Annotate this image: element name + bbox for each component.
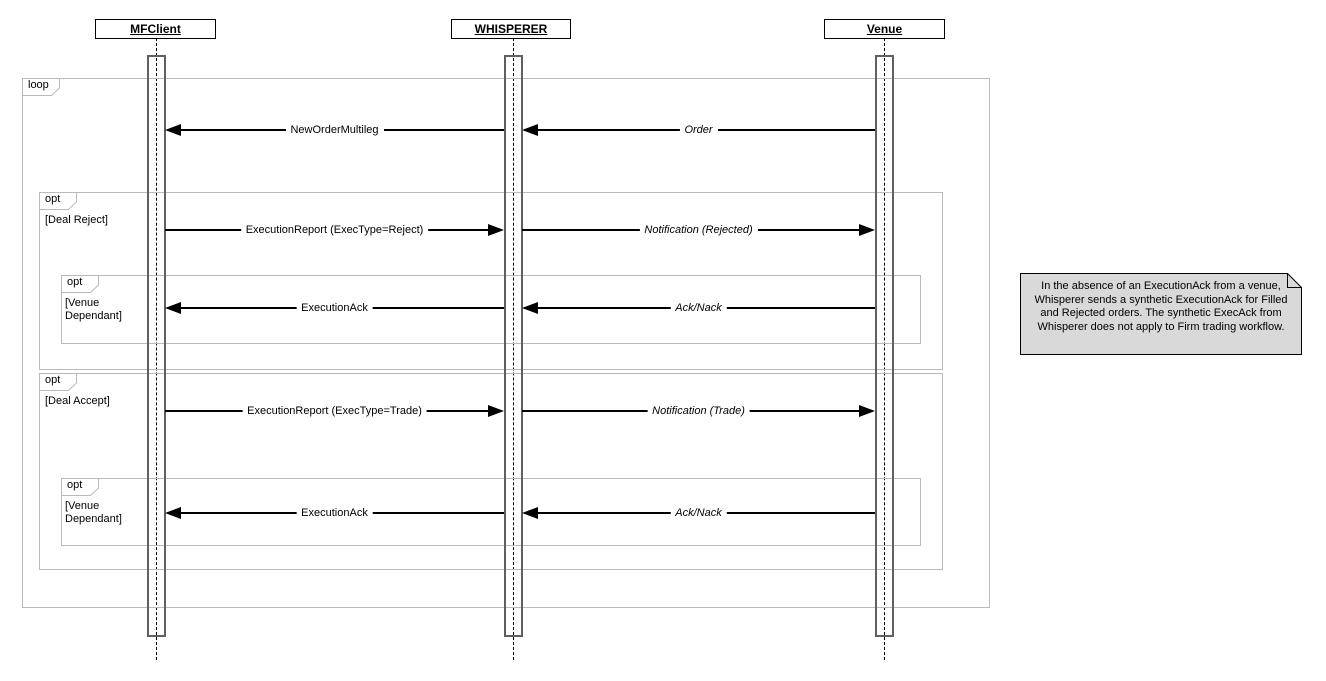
message-label: ExecutionReport (ExecType=Reject) bbox=[240, 224, 429, 236]
arrowhead-left-icon bbox=[522, 124, 538, 136]
frame-opt-deal-reject: opt [Deal Reject] bbox=[39, 192, 943, 370]
actor-whisperer: WHISPERER bbox=[451, 19, 571, 39]
frame-tab-shape bbox=[61, 478, 99, 496]
note-synthetic-executionack: In the absence of an ExecutionAck from a… bbox=[1020, 273, 1302, 355]
frame-operator-label: opt bbox=[67, 479, 83, 491]
message-label: Notification (Rejected) bbox=[639, 224, 758, 236]
guard-venue-dependant: [Venue Dependant] bbox=[65, 500, 122, 525]
note-text: In the absence of an ExecutionAck from a… bbox=[1034, 280, 1288, 333]
message-order: Order bbox=[522, 122, 875, 138]
message-execution-report-reject: ExecutionReport (ExecType=Reject) bbox=[165, 222, 504, 238]
arrowhead-left-icon bbox=[522, 302, 538, 314]
frame-loop-tab: loop bbox=[22, 78, 60, 96]
arrowhead-left-icon bbox=[522, 507, 538, 519]
message-notification-rejected: Notification (Rejected) bbox=[522, 222, 875, 238]
frame-operator-label: loop bbox=[28, 79, 49, 91]
note-shape bbox=[1020, 273, 1302, 355]
actor-label: WHISPERER bbox=[474, 22, 548, 36]
lifeline-mfclient bbox=[156, 38, 157, 660]
activation-whisperer bbox=[504, 55, 523, 637]
guard-venue-dependant: [Venue Dependant] bbox=[65, 297, 122, 322]
frame-opt-tab: opt bbox=[39, 373, 77, 391]
frame-opt-tab: opt bbox=[61, 478, 99, 496]
frame-loop: loop bbox=[22, 78, 990, 608]
arrowhead-right-icon bbox=[488, 405, 504, 417]
frame-operator-label: opt bbox=[45, 374, 61, 386]
message-notification-trade: Notification (Trade) bbox=[522, 403, 875, 419]
frame-tab-shape bbox=[61, 275, 99, 293]
guard-deal-accept: [Deal Accept] bbox=[45, 395, 110, 407]
message-label: NewOrderMultileg bbox=[285, 124, 384, 136]
message-ack-nack-2: Ack/Nack bbox=[522, 505, 875, 521]
actor-label: Venue bbox=[866, 22, 903, 36]
frame-operator-label: opt bbox=[45, 193, 61, 205]
frame-tab-shape bbox=[39, 192, 77, 210]
arrowhead-left-icon bbox=[165, 507, 181, 519]
frame-opt-tab: opt bbox=[39, 192, 77, 210]
message-label: ExecutionAck bbox=[296, 302, 373, 314]
actor-mfclient: MFClient bbox=[95, 19, 216, 39]
message-new-order-multileg: NewOrderMultileg bbox=[165, 122, 504, 138]
message-execution-ack-1: ExecutionAck bbox=[165, 300, 504, 316]
message-label: ExecutionReport (ExecType=Trade) bbox=[242, 405, 427, 417]
frame-opt-venue-dependant-2: opt [Venue Dependant] bbox=[61, 478, 921, 546]
message-label: ExecutionAck bbox=[296, 507, 373, 519]
frame-operator-label: opt bbox=[67, 276, 83, 288]
frame-tab-shape bbox=[22, 78, 60, 96]
frame-tab-shape bbox=[39, 373, 77, 391]
lifeline-venue bbox=[884, 38, 885, 660]
guard-deal-reject: [Deal Reject] bbox=[45, 214, 108, 226]
actor-label: MFClient bbox=[130, 22, 181, 36]
activation-venue bbox=[875, 55, 894, 637]
lifeline-whisperer bbox=[513, 38, 514, 660]
arrowhead-right-icon bbox=[488, 224, 504, 236]
arrowhead-right-icon bbox=[859, 405, 875, 417]
message-execution-ack-2: ExecutionAck bbox=[165, 505, 504, 521]
arrowhead-right-icon bbox=[859, 224, 875, 236]
frame-opt-venue-dependant-1: opt [Venue Dependant] bbox=[61, 275, 921, 344]
activation-mfclient bbox=[147, 55, 166, 637]
message-label: Notification (Trade) bbox=[647, 405, 750, 417]
message-execution-report-trade: ExecutionReport (ExecType=Trade) bbox=[165, 403, 504, 419]
arrowhead-left-icon bbox=[165, 302, 181, 314]
frame-opt-deal-accept: opt [Deal Accept] bbox=[39, 373, 943, 570]
actor-venue: Venue bbox=[824, 19, 945, 39]
message-label: Ack/Nack bbox=[670, 302, 727, 314]
arrowhead-left-icon bbox=[165, 124, 181, 136]
frame-opt-tab: opt bbox=[61, 275, 99, 293]
message-ack-nack-1: Ack/Nack bbox=[522, 300, 875, 316]
message-label: Ack/Nack bbox=[670, 507, 727, 519]
message-label: Order bbox=[679, 124, 718, 136]
